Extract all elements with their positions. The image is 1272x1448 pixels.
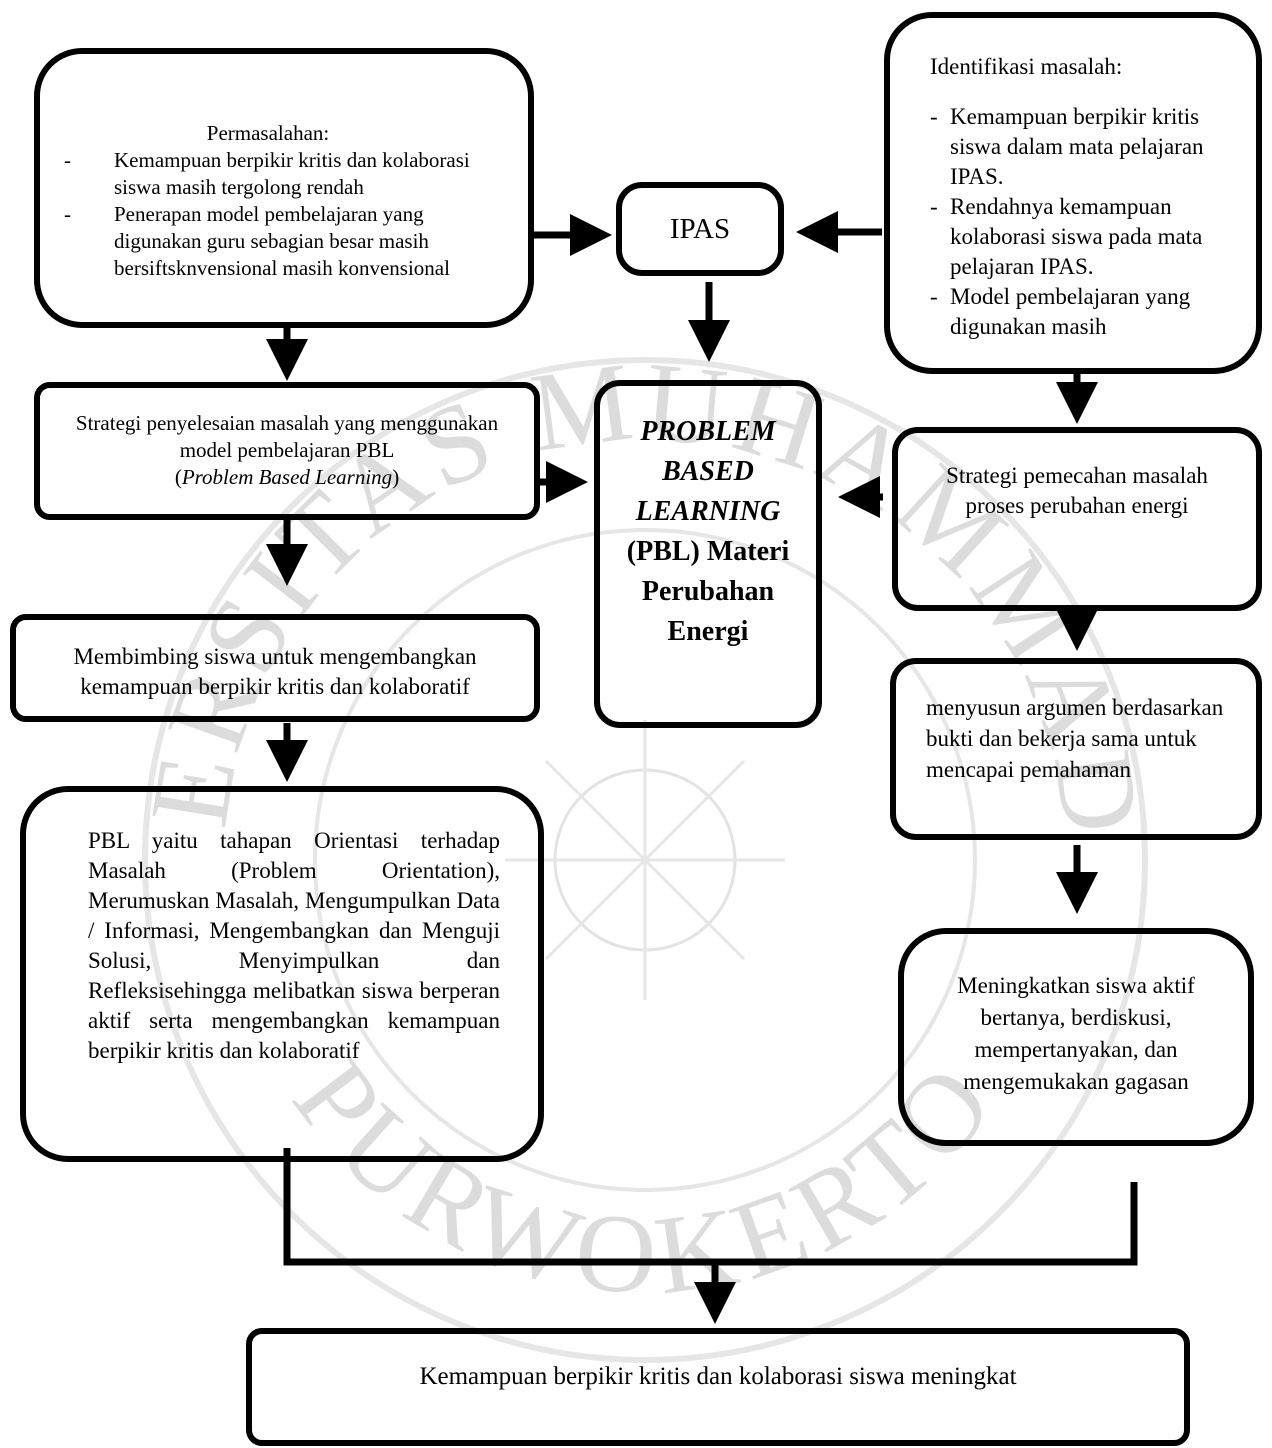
identification-item: -Model pembelajaran yang digunakan masih [930, 284, 1191, 339]
active-text: Meningkatkan siswa aktif bertanya, berdi… [957, 973, 1195, 1094]
strategy-right-text: Strategi pemecahan masalah proses peruba… [946, 463, 1208, 518]
merge-connector [283, 1148, 1138, 1266]
identification-item: -Kemampuan berpikir kritis siswa dalam m… [930, 104, 1204, 189]
pbl-center-box: PROBLEM BASED LEARNING (PBL) Materi Peru… [594, 380, 822, 728]
pbl-center-subtitle: (PBL) Materi Perubahan Energi [626, 536, 790, 647]
strategy-left-italic: Problem Based Learning [181, 465, 393, 489]
identification-item: -Rendahnya kemampuan kolaborasi siswa pa… [930, 194, 1203, 279]
problems-title: Permasalahan: [206, 121, 330, 145]
argument-text: menyusun argumen berdasarkan bukti dan b… [926, 695, 1224, 782]
ipas-label: IPAS [669, 212, 731, 245]
outcome-text: Kemampuan berpikir kritis dan kolaborasi… [419, 1363, 1017, 1390]
identification-list: -Kemampuan berpikir kritis siswa dalam m… [930, 102, 1244, 342]
strategy-right-box: Strategi pemecahan masalah proses peruba… [892, 427, 1262, 611]
guide-box: Membimbing siswa untuk mengembangkan kem… [10, 614, 540, 722]
strategy-left-text: Strategi penyelesaian masalah yang mengg… [75, 411, 499, 462]
problems-list: -Kemampuan berpikir kritis dan kolaboras… [62, 147, 504, 282]
problems-item: -Penerapan model pembelajaran yang digun… [64, 202, 450, 280]
argument-box: menyusun argumen berdasarkan bukti dan b… [890, 658, 1262, 840]
pbl-steps-box: PBL yaitu tahapan Orientasi terhadap Mas… [20, 786, 544, 1162]
problems-box: Permasalahan: -Kemampuan berpikir kritis… [34, 48, 534, 328]
identification-box: Identifikasi masalah: -Kemampuan berpiki… [884, 12, 1262, 374]
pbl-center-title: PROBLEM BASED LEARNING [635, 416, 781, 527]
pbl-steps-text: PBL yaitu tahapan Orientasi terhadap Mas… [88, 828, 500, 1063]
ipas-box: IPAS [616, 182, 784, 276]
identification-title: Identifikasi masalah: [930, 54, 1123, 79]
guide-text: Membimbing siswa untuk mengembangkan kem… [73, 644, 477, 699]
problems-item: -Kemampuan berpikir kritis dan kolaboras… [64, 148, 470, 199]
outcome-box: Kemampuan berpikir kritis dan kolaborasi… [246, 1328, 1190, 1446]
strategy-left-box: Strategi penyelesaian masalah yang mengg… [34, 382, 540, 520]
active-box: Meningkatkan siswa aktif bertanya, berdi… [898, 928, 1254, 1146]
